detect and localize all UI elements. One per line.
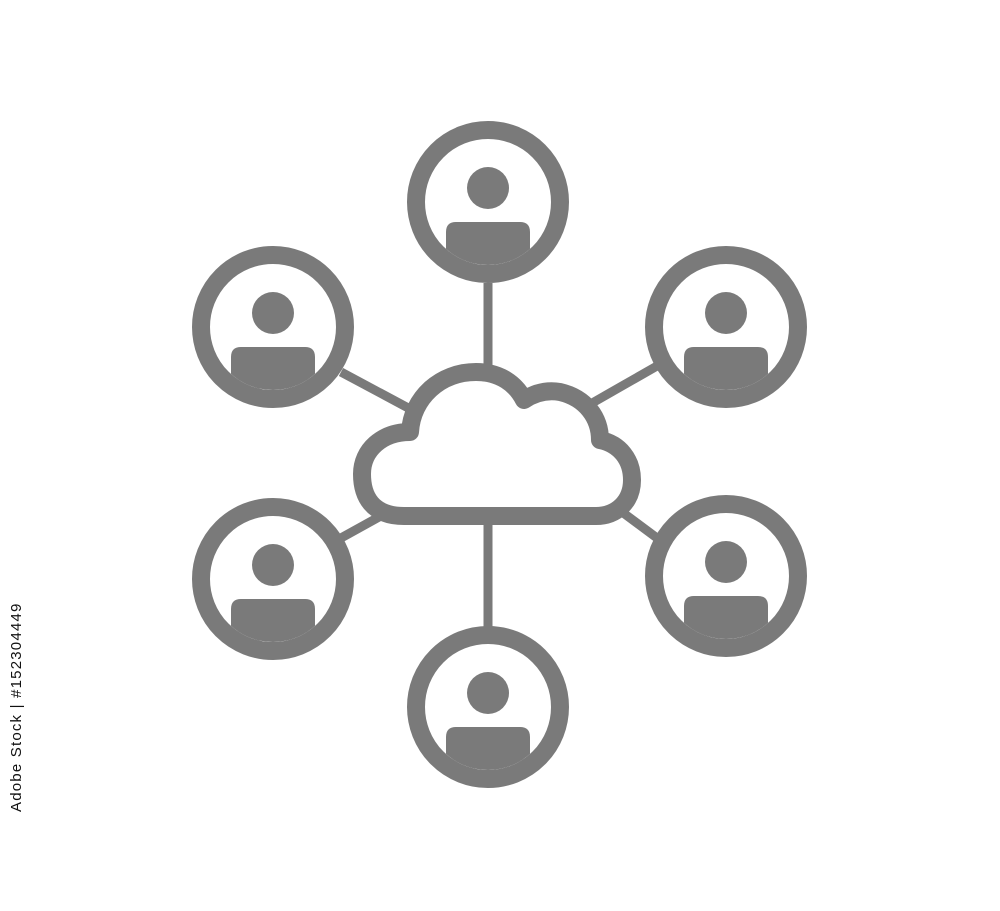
user-body-icon (231, 347, 315, 390)
user-body-icon (231, 599, 315, 642)
user-node-upper-left (192, 246, 354, 408)
user-node-lower-right (645, 495, 807, 657)
user-head-icon (467, 167, 509, 209)
stock-credit: Adobe Stock | #152304449 (0, 0, 30, 911)
user-head-icon (705, 292, 747, 334)
user-node-upper-right (645, 246, 807, 408)
user-head-icon (467, 672, 509, 714)
cloud-icon (353, 363, 641, 525)
user-head-icon (252, 292, 294, 334)
user-nodes (192, 121, 807, 788)
user-body-icon (446, 222, 530, 265)
user-body-icon (446, 727, 530, 770)
user-head-icon (705, 541, 747, 583)
user-node-top (407, 121, 569, 283)
cloud-outline (353, 363, 641, 525)
user-body-icon (684, 347, 768, 390)
connector-line (338, 368, 415, 414)
stock-credit-text: Adobe Stock | #152304449 (8, 602, 25, 812)
user-head-icon (252, 544, 294, 586)
connector-line (619, 508, 660, 542)
connector-lines (338, 283, 660, 628)
user-node-lower-left (192, 498, 354, 660)
user-body-icon (684, 596, 768, 639)
user-node-bottom (407, 626, 569, 788)
